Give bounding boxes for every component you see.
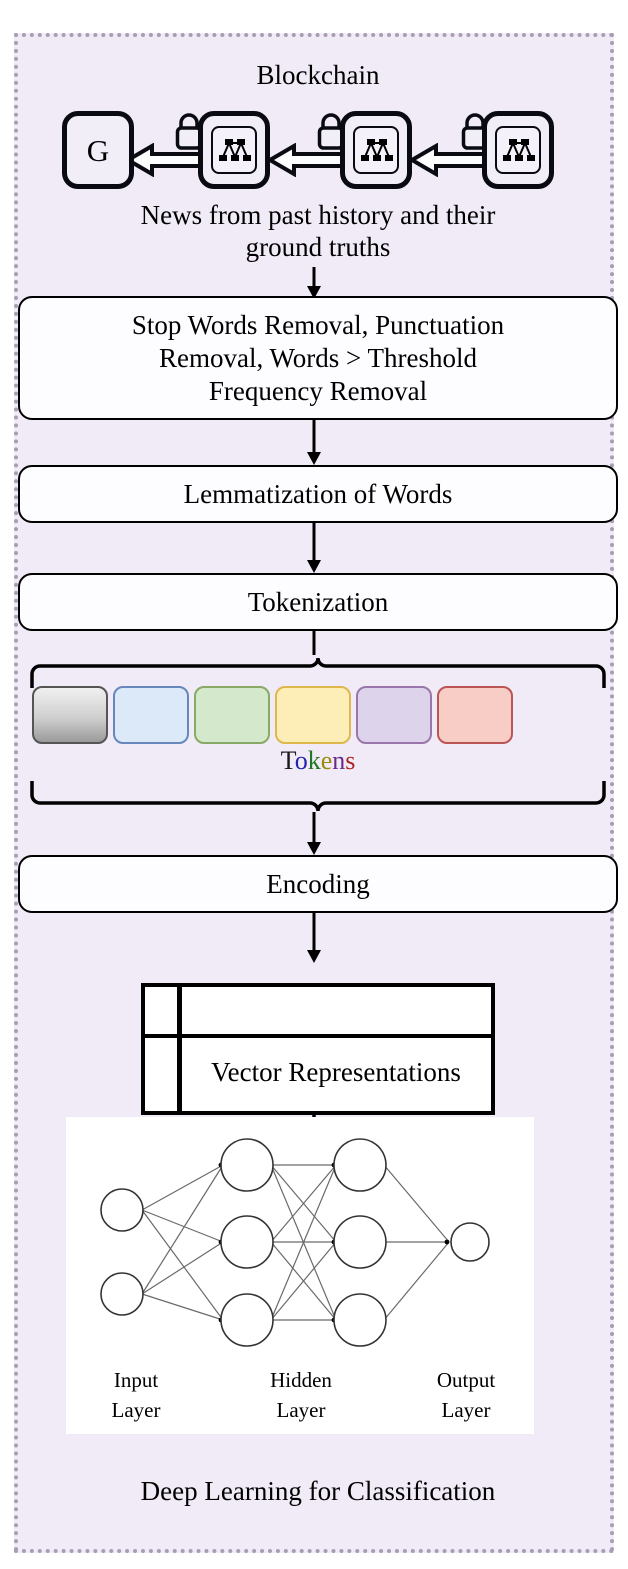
blockchain-block-3[interactable] bbox=[340, 111, 412, 189]
blockchain-block-4[interactable] bbox=[482, 111, 554, 189]
blockchain-subtitle: News from past history and their ground … bbox=[18, 199, 618, 263]
merkle-tree-icon bbox=[211, 126, 257, 174]
step-preprocessing-line2: Removal, Words > Threshold bbox=[158, 342, 477, 373]
tokens-brace-top bbox=[18, 654, 618, 688]
tokens-row bbox=[18, 686, 618, 748]
layer-label-input: Input Layer bbox=[76, 1365, 196, 1425]
genesis-label: G bbox=[86, 132, 110, 168]
tokens-letter-o: o bbox=[294, 746, 308, 775]
tokens-letter-e: e bbox=[320, 746, 333, 775]
step-encoding-box[interactable]: Encoding bbox=[18, 855, 618, 913]
flow-arrow-4 bbox=[304, 631, 324, 655]
blockchain-genesis-block[interactable]: G bbox=[62, 111, 134, 189]
tokens-brace-bottom bbox=[18, 781, 618, 815]
flow-arrow-3 bbox=[304, 523, 324, 573]
step-lemmatization-box[interactable]: Lemmatization of Words bbox=[18, 465, 618, 523]
layer-label-input-line2: Layer bbox=[111, 1398, 161, 1422]
neural-network-figure: Input Layer Hidden Layer Output Layer bbox=[66, 1117, 534, 1434]
step-encoding-label: Encoding bbox=[266, 868, 370, 899]
layer-label-hidden-line2: Layer bbox=[276, 1398, 326, 1422]
step-preprocessing-line3: Frequency Removal bbox=[208, 375, 428, 406]
blockchain-strip: G bbox=[18, 103, 618, 203]
blockchain-title: Blockchain bbox=[256, 60, 380, 90]
tokens-label: Tokens bbox=[18, 746, 618, 776]
vector-matrix-box[interactable]: Vector Representations bbox=[141, 983, 495, 1115]
blockchain-block-2[interactable] bbox=[198, 111, 270, 189]
step-preprocessing-box[interactable]: Stop Words Removal, Punctuation Removal,… bbox=[18, 296, 618, 420]
vector-label: Vector Representations bbox=[211, 1057, 461, 1087]
tokens-letter-k: k bbox=[307, 746, 321, 775]
tokens-letter-T: T bbox=[280, 746, 295, 775]
flow-arrow-6 bbox=[304, 913, 324, 963]
matrix-row-divider bbox=[145, 1034, 491, 1038]
token-chip-3[interactable] bbox=[194, 686, 270, 744]
flow-arrow-2 bbox=[304, 420, 324, 465]
step-tokenization-box[interactable]: Tokenization bbox=[18, 573, 618, 631]
blockchain-subtitle-line1: News from past history and their bbox=[140, 200, 496, 230]
merkle-tree-icon bbox=[495, 126, 541, 174]
layer-label-hidden: Hidden Layer bbox=[241, 1365, 361, 1425]
layer-label-output-line1: Output bbox=[436, 1368, 496, 1392]
tokens-letter-n: n bbox=[332, 746, 346, 775]
tokens-letter-s: s bbox=[345, 746, 356, 775]
token-chip-5[interactable] bbox=[356, 686, 432, 744]
layer-label-input-line1: Input bbox=[113, 1368, 159, 1392]
token-chip-2[interactable] bbox=[113, 686, 189, 744]
layer-label-output-line2: Layer bbox=[441, 1398, 491, 1422]
token-chip-1[interactable] bbox=[32, 686, 108, 744]
merkle-tree-icon bbox=[353, 126, 399, 174]
step-preprocessing-line1: Stop Words Removal, Punctuation bbox=[131, 309, 505, 340]
neural-network-graph bbox=[100, 1138, 490, 1347]
neural-network-layer-labels: Input Layer Hidden Layer Output Layer bbox=[66, 1365, 534, 1435]
diagram-panel: Blockchain bbox=[14, 33, 618, 1553]
layer-label-hidden-line1: Hidden bbox=[270, 1368, 332, 1392]
blockchain-subtitle-line2: ground truths bbox=[245, 232, 391, 262]
step-lemmatization-label: Lemmatization of Words bbox=[183, 478, 453, 509]
tokens-group: Tokens bbox=[18, 654, 618, 812]
flow-arrow-5 bbox=[304, 812, 324, 855]
token-chip-6[interactable] bbox=[437, 686, 513, 744]
step-tokenization-label: Tokenization bbox=[247, 586, 389, 617]
matrix-column-divider bbox=[177, 987, 182, 1111]
token-chip-4[interactable] bbox=[275, 686, 351, 744]
flow-arrow-1 bbox=[304, 267, 324, 299]
diagram-caption: Deep Learning for Classification bbox=[140, 1476, 496, 1506]
layer-label-output: Output Layer bbox=[406, 1365, 526, 1425]
